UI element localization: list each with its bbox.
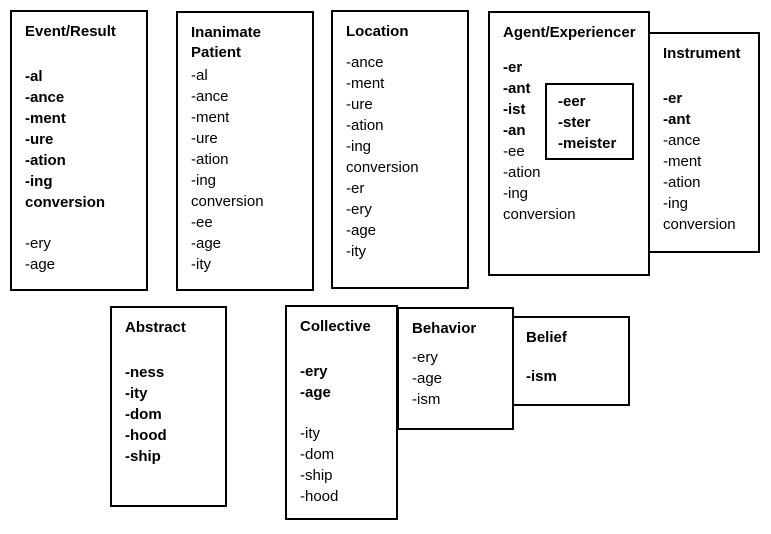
category-box-abstract: Abstract -ness -ity -dom -hood -ship (110, 306, 227, 507)
suffix-item: -ment (663, 153, 702, 170)
suffix-item: -ment (191, 109, 230, 126)
category-box-agent-experiencer: Agent/Experiencer -er -ant -ist -an -ee -atio… (488, 11, 650, 276)
suffix-item: -ing (191, 172, 217, 189)
category-title: Behavior (412, 320, 477, 337)
category-box-event-result: Event/Result -al -ance -ment -ure -ation -ing… (10, 10, 148, 291)
suffix-item: -al (191, 67, 208, 84)
suffix-item: -al (25, 68, 43, 85)
suffix-item: -ity (125, 385, 148, 402)
suffix-item: -ant (503, 80, 531, 97)
suffix-item: -ee (503, 143, 525, 160)
suffix-item: -ation (346, 117, 384, 134)
category-box-belief: Belief -ism (511, 316, 630, 406)
category-title: Agent/Experiencer (503, 24, 636, 41)
suffix-item: -ery (346, 201, 372, 218)
suffix-item: -ery (300, 363, 328, 380)
suffix-item: -age (346, 222, 377, 239)
suffix-item: -ation (191, 151, 229, 168)
suffix-item: -an (503, 122, 526, 139)
category-title: Instrument (663, 45, 741, 62)
category-title: Location (346, 23, 409, 40)
category-title: Event/Result (25, 23, 116, 40)
category-box-collective: Collective -ery -age -ity -dom -ship -hood (285, 305, 398, 520)
suffix-item: -ation (663, 174, 701, 191)
suffix-item: -ance (25, 89, 65, 106)
suffix-item: conversion (346, 159, 419, 176)
suffix-list: -al -ance -ment -ure -ation -ing conversion -er… (25, 66, 143, 275)
suffix-item: -ness (125, 364, 165, 381)
suffix-item: -ery (25, 235, 51, 252)
suffix-item: -ing (25, 173, 53, 190)
suffix-item: -ship (125, 448, 161, 465)
suffix-item: -er (346, 180, 365, 197)
suffix-item: -age (25, 256, 56, 273)
category-box-location: Location -ance -ment -ure -ation -ing convers… (331, 10, 469, 289)
suffix-item: -hood (125, 427, 167, 444)
suffix-list: -er -ant -ance -ment -ation -ing conversion (663, 88, 755, 235)
category-title: Abstract (125, 319, 186, 336)
suffix-item: -ism (526, 368, 557, 385)
suffix-item: -er (663, 90, 683, 107)
category-box-inanimate-patient: Inanimate Patient -al -ance -ment -ure -atio… (176, 11, 314, 291)
category-box-behavior: Behavior -ery -age -ism (397, 307, 514, 430)
suffix-item: conversion (191, 193, 264, 210)
suffix-item: -ism (412, 391, 441, 408)
suffix-item: -ation (503, 164, 541, 181)
suffix-list: -al -ance -ment -ure -ation -ing conversion -ee… (191, 65, 309, 275)
suffix-item: -ity (300, 425, 320, 442)
suffix-item: -ance (346, 54, 384, 71)
category-title: Belief (526, 329, 567, 346)
suffix-item: -dom (300, 446, 335, 463)
suffix-item: -eer (558, 93, 586, 110)
category-title: Inanimate Patient (191, 24, 262, 61)
suffix-item: -age (191, 235, 222, 252)
suffix-item: -dom (125, 406, 162, 423)
suffix-item: -age (300, 384, 331, 401)
suffix-list: -eer -ster -meister (558, 91, 632, 154)
suffix-item: conversion (25, 194, 106, 211)
suffix-item: -age (412, 370, 443, 387)
suffix-item: -ing (663, 195, 689, 212)
suffix-list: -ery -age -ity -dom -ship -hood (300, 361, 393, 507)
suffix-list: -ance -ment -ure -ation -ing conversion -er -er… (346, 52, 464, 262)
suffix-item: -meister (558, 135, 617, 152)
suffix-item: conversion (503, 206, 576, 223)
suffix-item: -ship (300, 467, 333, 484)
agent-inset-box: -eer -ster -meister (545, 83, 634, 160)
suffix-item: -ee (191, 214, 213, 231)
suffix-list: -ness -ity -dom -hood -ship (125, 362, 222, 467)
suffix-item: -ity (191, 256, 211, 273)
suffix-item: -ure (25, 131, 54, 148)
suffix-item: -ing (503, 185, 529, 202)
suffix-item: -ery (412, 349, 438, 366)
suffix-item: -ment (346, 75, 385, 92)
suffix-item: -ure (191, 130, 218, 147)
category-box-instrument: Instrument -er -ant -ance -ment -ation -ing co… (648, 32, 760, 253)
suffix-item: -ster (558, 114, 591, 131)
suffix-item: -ist (503, 101, 526, 118)
suffix-item: -ment (25, 110, 66, 127)
suffix-item: conversion (663, 216, 736, 233)
suffix-item: -ure (346, 96, 373, 113)
suffix-item: -ant (663, 111, 691, 128)
suffix-item: -er (503, 59, 523, 76)
suffix-item: -ity (346, 243, 366, 260)
suffix-list: -ism (526, 366, 625, 387)
suffix-item: -ation (25, 152, 66, 169)
suffix-item: -ance (191, 88, 229, 105)
suffix-item: -ing (346, 138, 372, 155)
suffix-list: -er -ant -ist -an -ee -ation -ing conversion (503, 57, 645, 225)
category-title: Collective (300, 318, 371, 335)
suffix-item: -hood (300, 488, 339, 505)
suffix-list: -ery -age -ism (412, 347, 509, 410)
suffix-item: -ance (663, 132, 701, 149)
